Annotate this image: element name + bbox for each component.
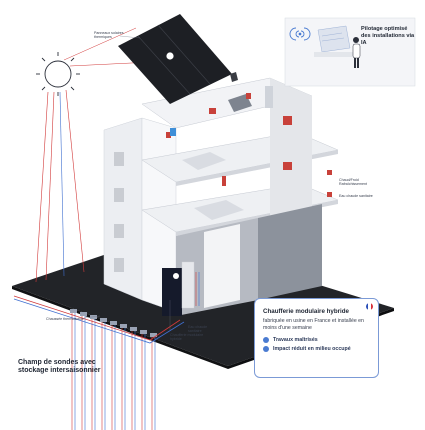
- card-title: Chaufferie modulaire hybride: [263, 308, 349, 315]
- bedroom-beds: [182, 152, 244, 220]
- boiler-gauge-icon: [173, 273, 179, 279]
- chaud-froid-label: Chaud/Froid Rafraîchissement: [339, 178, 367, 187]
- card-point: Impact réduit en milieu occupé: [263, 346, 370, 353]
- card-description: fabriquée en usine en France et installé…: [263, 318, 364, 332]
- heat-units: [166, 132, 332, 197]
- flag-france-icon: [366, 303, 373, 310]
- card-point-label: Impact réduit en milieu occupé: [273, 346, 351, 353]
- blue-chiller: [170, 128, 176, 136]
- leader-lines: [83, 35, 171, 330]
- lower-wall: [204, 224, 240, 308]
- chaussee-label: Chaussée thermoactive: [46, 317, 84, 321]
- card-point: Travaux maîtrisés: [263, 337, 370, 344]
- boiler-panel: [181, 261, 195, 309]
- bullet-icon: [263, 346, 269, 353]
- eau-sanitaire-label: Eau chaude sanitaire: [188, 325, 208, 334]
- card-point-label: Travaux maîtrisés: [273, 337, 318, 344]
- module-label: Chaufferie modulaire hybride: [170, 333, 204, 342]
- solar-panel-lines: [137, 24, 211, 95]
- panel-sensor-icon: [166, 52, 174, 60]
- solar-panel-roof: [118, 14, 232, 104]
- boiler-module: [162, 268, 182, 316]
- ia-title: Pilotage optimisé des installations via …: [361, 26, 415, 46]
- wifi-icon: [289, 27, 311, 41]
- riser-pipes: [35, 89, 85, 283]
- boiler-pipes: [195, 272, 200, 306]
- geothermal-probes: [71, 312, 156, 430]
- boiler-info-card: Chaufferie modulaire hybride fabriquée e…: [254, 298, 379, 378]
- tower-windows: [114, 152, 124, 272]
- bullet-icon: [263, 337, 269, 344]
- probe-field-title: Champ de sondes avec stockage intersaiso…: [18, 359, 101, 375]
- engineer-icon: [352, 37, 361, 68]
- eau-chaude-label: Eau chaude sanitaire: [339, 194, 373, 198]
- tower-front: [103, 117, 143, 301]
- probe-heads: [70, 309, 157, 337]
- solar-panel-label: Panneaux solaires thermiques: [94, 31, 124, 40]
- lower-block-front: [258, 204, 322, 300]
- sun-icon: [36, 52, 80, 96]
- control-screen: [314, 25, 354, 57]
- kitchen: [209, 72, 292, 125]
